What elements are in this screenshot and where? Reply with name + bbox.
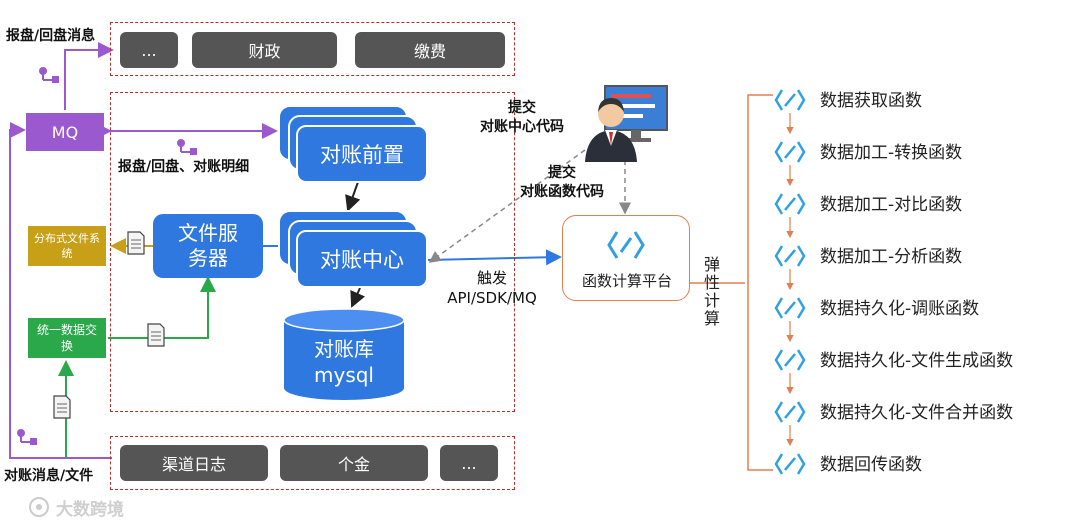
database-name: 对账库 [314,337,374,361]
function-list: 数据获取函数 数据加工-转换函数 数据加工-对比函数 数据加工-分析函数 数据持… [774,86,1074,502]
report-detail-label: 报盘/回盘、对账明细 [118,159,250,175]
front-to-center-arrow [345,181,361,212]
center-to-platform-line [413,249,562,269]
function-name: 数据回传函数 [820,455,922,475]
document-icon [52,394,72,420]
function-item[interactable]: 数据加工-对比函数 [774,190,1074,242]
recon-center-box[interactable]: 对账中心 [296,230,428,288]
function-item[interactable]: 数据持久化-调账函数 [774,294,1074,346]
function-item[interactable]: 数据加工-分析函数 [774,242,1074,294]
recon-system-container [110,92,515,412]
function-name: 数据加工-分析函数 [820,247,963,267]
function-name: 数据持久化-文件生成函数 [820,351,1014,371]
function-item[interactable]: 数据加工-转换函数 [774,138,1074,190]
message-icon [38,66,60,84]
unified-data-exchange-box[interactable]: 统一数据交换 [28,318,106,358]
function-item[interactable]: 数据回传函数 [774,450,1074,502]
function-icon [774,245,806,267]
bottom-systems-container [110,436,515,490]
function-platform-icon [607,228,645,262]
function-icon [774,453,806,475]
document-icon [146,322,166,348]
mq-to-top-row-line [64,42,114,110]
function-name: 数据持久化-文件合并函数 [820,403,1014,423]
report-message-label: 报盘/回盘消息 [6,28,96,44]
function-item[interactable]: 数据持久化-文件生成函数 [774,346,1074,398]
bottom-item-channel-log[interactable]: 渠道日志 [120,445,268,481]
submit-func-code-label: 提交 对账函数代码 [520,165,604,200]
function-name: 数据加工-对比函数 [820,195,963,215]
function-item[interactable]: 数据持久化-文件合并函数 [774,398,1074,450]
function-icon [774,193,806,215]
submit-center-code-line [428,149,586,263]
file-server-box[interactable]: 文件服务器 [153,214,263,278]
function-icon [774,401,806,423]
function-compute-platform[interactable]: 函数计算平台 [562,215,690,301]
function-icon [774,349,806,371]
trigger-label: 触发 API/SDK/MQ [447,269,537,307]
function-icon [774,141,806,163]
function-name: 数据持久化-调账函数 [820,299,980,319]
message-icon [176,138,198,156]
recon-front-box[interactable]: 对账前置 [296,125,428,183]
watermark-text: 大数跨境 [56,499,124,520]
distributed-file-system-box[interactable]: 分布式文件系统 [28,226,106,266]
exchange-to-fileserver-line [108,276,216,339]
elastic-compute-label: 弹性计算 [703,255,720,328]
top-item-more[interactable]: ... [120,32,178,68]
top-item-finance[interactable]: 财政 [192,32,337,68]
database-type: mysql [314,363,374,387]
watermark: 大数跨境 [28,494,158,520]
function-platform-label: 函数计算平台 [581,272,672,290]
top-systems-container [110,22,515,76]
top-item-payment[interactable]: 缴费 [355,32,505,68]
watermark-logo-icon [29,497,49,517]
function-item[interactable]: 数据获取函数 [774,86,1074,138]
submit-center-code-label: 提交 对账中心代码 [480,100,564,135]
recon-database[interactable]: 对账库 mysql [283,308,405,402]
function-icon [774,297,806,319]
document-icon [126,230,146,256]
bottom-item-more[interactable]: ... [440,445,498,481]
function-name: 数据加工-转换函数 [820,143,963,163]
developer-icon [583,84,669,162]
functions-bracket [747,94,773,471]
mq-box[interactable]: MQ [26,113,104,151]
bottom-item-personal-finance[interactable]: 个金 [280,445,428,481]
function-icon [774,89,806,111]
center-to-db-arrow [350,287,365,308]
recon-message-file-label: 对账消息/文件 [4,468,94,484]
function-name: 数据获取函数 [820,91,922,111]
message-icon [16,428,38,446]
